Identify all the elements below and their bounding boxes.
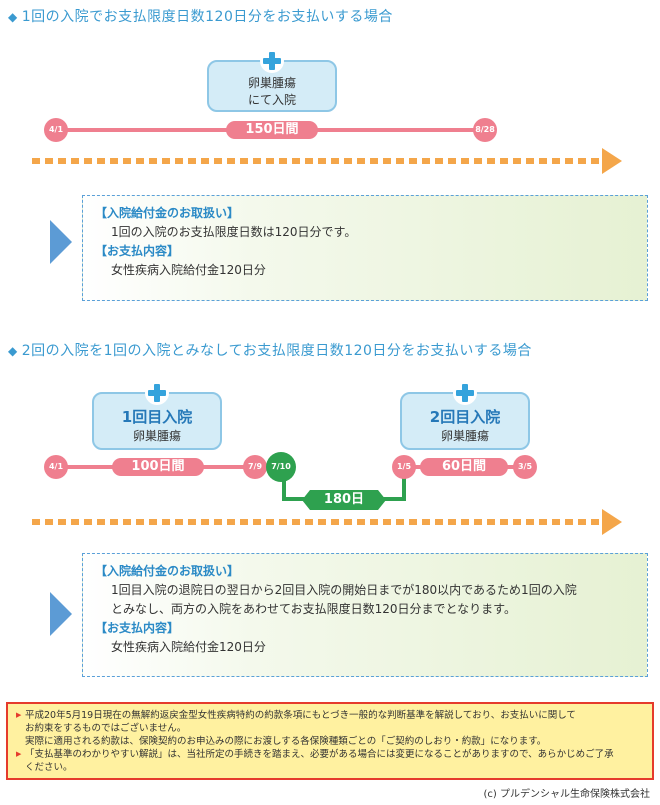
medical-cross-icon bbox=[453, 381, 477, 405]
first-stay-duration: 100日間 bbox=[112, 458, 204, 476]
gap-start-marker: 7/10 bbox=[266, 452, 296, 482]
medical-cross-icon bbox=[260, 49, 284, 73]
pointer-triangle-icon bbox=[50, 592, 72, 636]
disclaimer-notice: 平成20年5月19日現在の無解約返戻金型女性疾病特約の約款条項にもとづき一般的な… bbox=[6, 702, 654, 780]
pointer-triangle-icon bbox=[50, 220, 72, 264]
info-body-handling: 1回の入院のお支払限度日数は120日分です。 bbox=[111, 225, 357, 239]
info-heading-handling: 【入院給付金のお取扱い】 bbox=[95, 564, 240, 578]
disclaimer-item-2: 「支払基準のわかりやすい解説」は、当社所定の手続きを踏まえ、必要がある場合には変… bbox=[16, 748, 644, 774]
second-stay-duration: 60日間 bbox=[420, 458, 508, 476]
info-box-1: 【入院給付金のお取扱い】 1回の入院のお支払限度日数は120日分です。 【お支払… bbox=[82, 195, 648, 301]
hospital-reason: 卵巣腫瘍 bbox=[247, 76, 296, 90]
medical-cross-icon bbox=[145, 381, 169, 405]
disclaimer-item-1: 平成20年5月19日現在の無解約返戻金型女性疾病特約の約款条項にもとづき一般的な… bbox=[16, 709, 644, 748]
second-stay-title: 2回目入院 bbox=[429, 408, 501, 426]
section2-title: ◆2回の入院を1回の入院とみなしてお支払限度日数120日分をお支払いする場合 bbox=[8, 343, 532, 359]
timeline-arrow-shaft bbox=[32, 158, 604, 164]
gap-bracket-right bbox=[402, 470, 406, 500]
hospital-box-second: 2回目入院 卵巣腫瘍 bbox=[400, 381, 530, 450]
duration-label: 150日間 bbox=[226, 121, 318, 139]
info-box-2: 【入院給付金のお取扱い】 1回目入院の退院日の翌日から2回目入院の開始日までが1… bbox=[82, 553, 648, 677]
info-body-payment: 女性疾病入院給付金120日分 bbox=[111, 263, 266, 277]
info-body-payment: 女性疾病入院給付金120日分 bbox=[111, 640, 266, 654]
end-date-marker: 8/28 bbox=[473, 118, 497, 142]
copyright-text: (c) プルデンシャル生命保険株式会社 bbox=[483, 789, 650, 800]
hospital-box-first: 1回目入院 卵巣腫瘍 bbox=[92, 381, 222, 450]
gap-bracket-left bbox=[282, 470, 286, 500]
first-stay-end-marker: 7/9 bbox=[243, 455, 267, 479]
first-stay-reason: 卵巣腫瘍 bbox=[132, 429, 181, 443]
info-body-handling-line2: とみなし、両方の入院をあわせてお支払限度日数120日分までとなります。 bbox=[111, 602, 516, 616]
timeline-arrow-shaft bbox=[32, 519, 604, 525]
first-stay-start-marker: 4/1 bbox=[44, 455, 68, 479]
info-body-handling-line1: 1回目入院の退院日の翌日から2回目入院の開始日までが180以内であるため1回の入… bbox=[111, 583, 577, 597]
info-heading-payment: 【お支払内容】 bbox=[95, 244, 180, 258]
timeline-arrow-icon bbox=[602, 148, 622, 174]
second-stay-start-marker: 1/5 bbox=[392, 455, 416, 479]
hospital-label: にて入院 bbox=[247, 93, 296, 107]
first-stay-title: 1回目入院 bbox=[121, 408, 193, 426]
diamond-bullet-icon: ◆ bbox=[8, 344, 18, 358]
start-date-marker: 4/1 bbox=[44, 118, 68, 142]
second-stay-end-marker: 3/5 bbox=[513, 455, 537, 479]
second-stay-reason: 卵巣腫瘍 bbox=[440, 429, 489, 443]
hospital-box: 卵巣腫瘍 にて入院 bbox=[207, 49, 337, 112]
info-heading-handling: 【入院給付金のお取扱い】 bbox=[95, 206, 240, 220]
gap-duration-label: 180日 bbox=[302, 490, 386, 510]
timeline-arrow-icon bbox=[602, 509, 622, 535]
info-heading-payment: 【お支払内容】 bbox=[95, 621, 180, 635]
diamond-bullet-icon: ◆ bbox=[8, 10, 18, 24]
section1-title: ◆1回の入院でお支払限度日数120日分をお支払いする場合 bbox=[8, 9, 393, 25]
